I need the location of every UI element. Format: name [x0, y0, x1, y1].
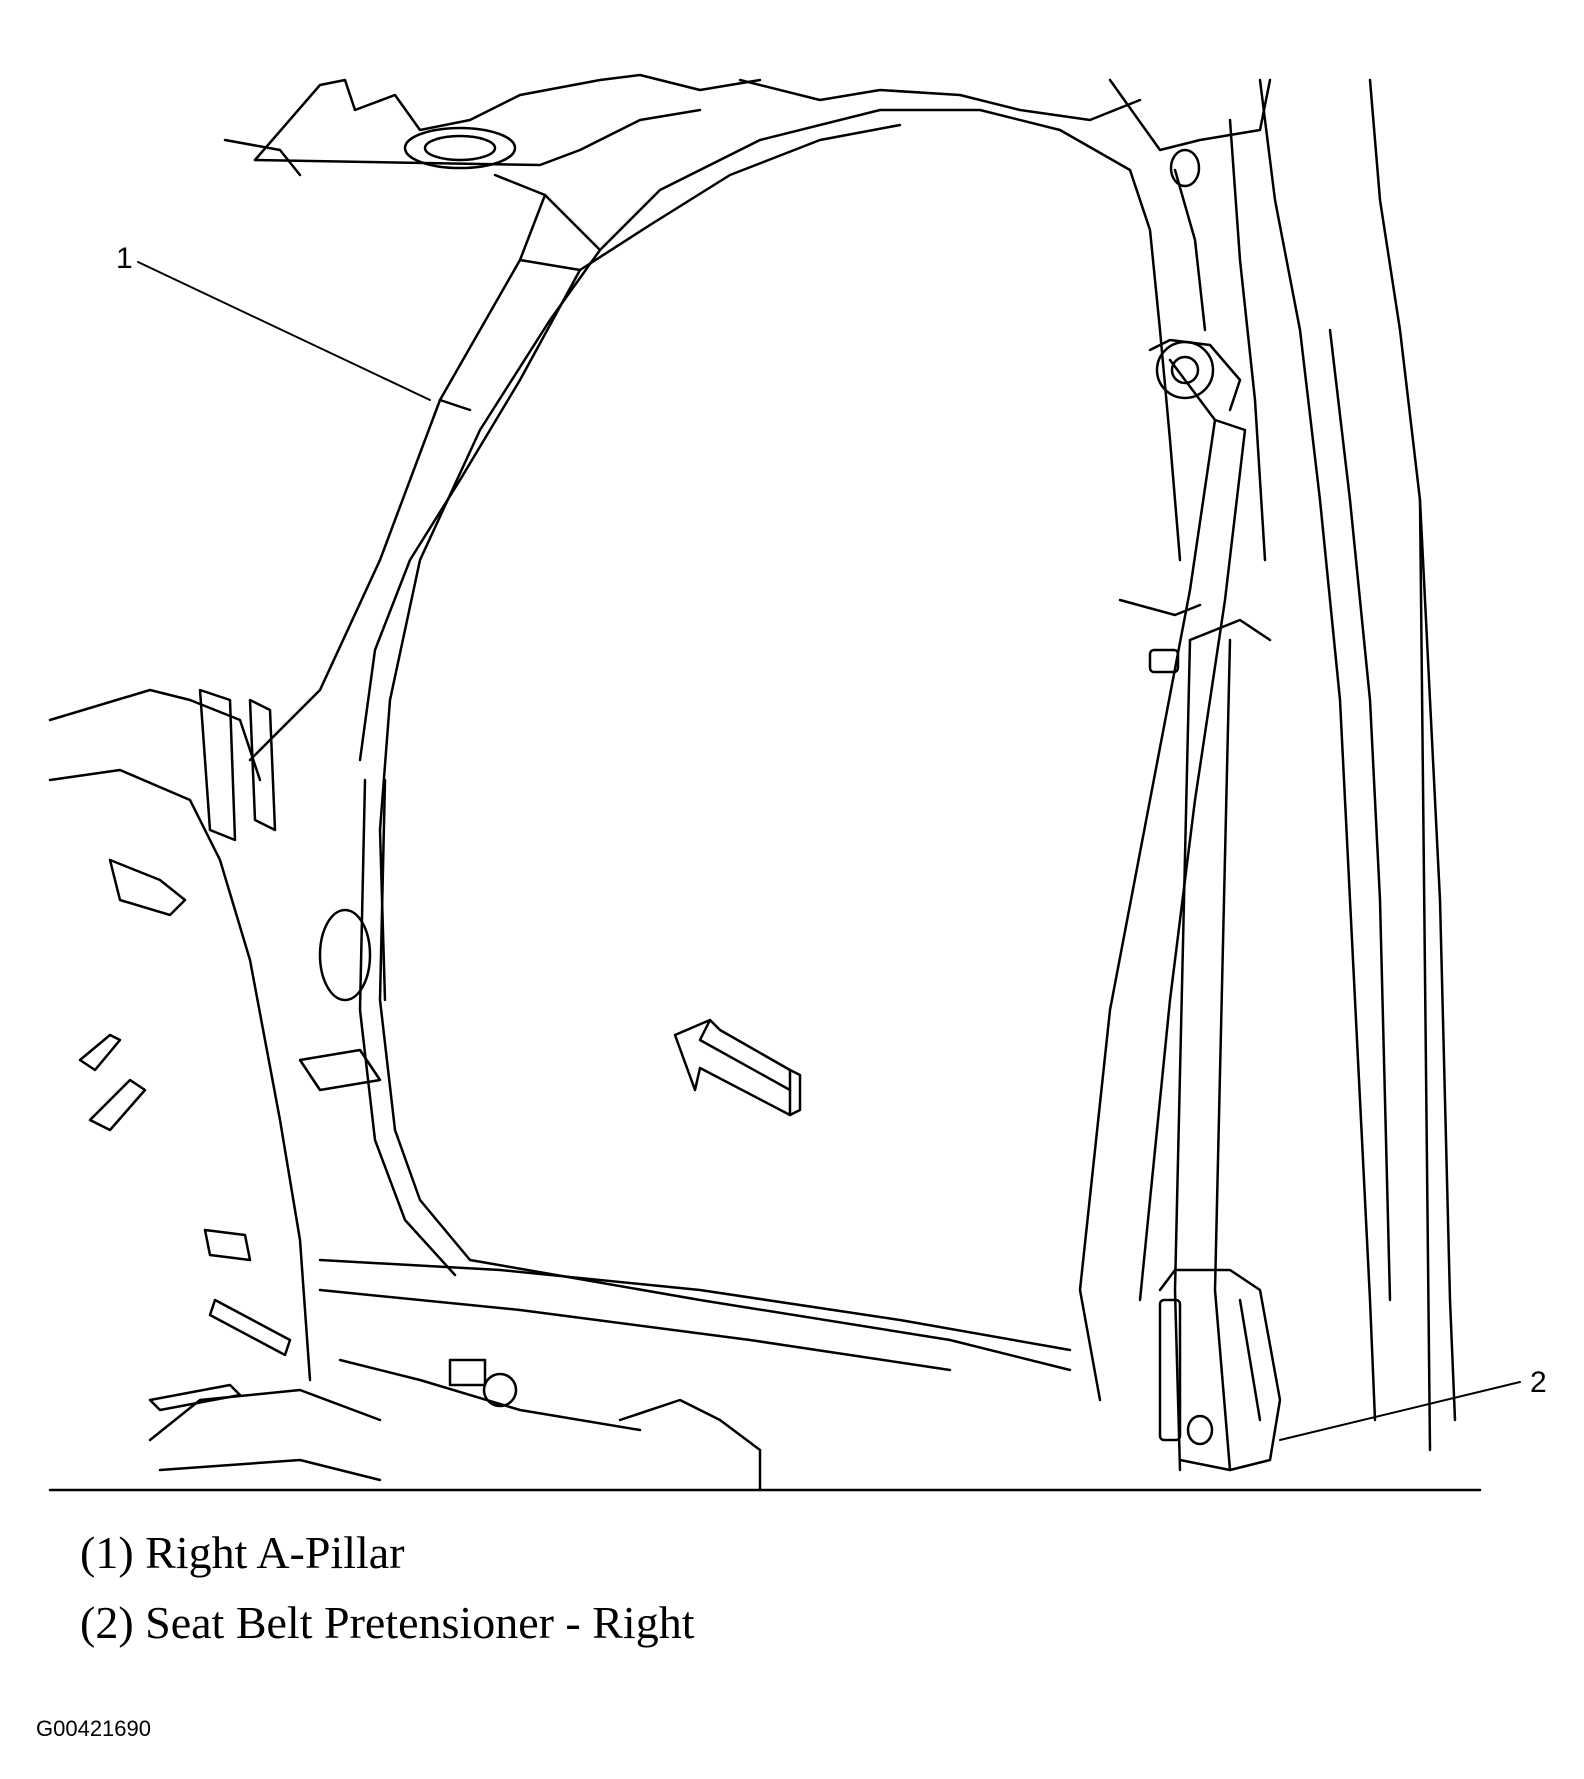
- roof-structure: [253, 73, 1272, 188]
- seat-belt-pretensioner-right: [1158, 1268, 1282, 1472]
- callout-1: 1: [116, 242, 431, 401]
- legend-item-right-a-pillar: (1) Right A-Pillar: [80, 1527, 405, 1578]
- callout-2-number: 2: [1530, 1366, 1547, 1399]
- wheelhouse-area: [48, 688, 382, 1412]
- vehicle-body-line-drawing: 1 2: [48, 73, 1547, 1492]
- figure-id: G00421690: [36, 1716, 151, 1741]
- callout-1-number: 1: [116, 242, 133, 275]
- legend-item-seat-belt-pretensioner: (2) Seat Belt Pretensioner - Right: [80, 1597, 695, 1648]
- callout-2-leader-line: [1279, 1381, 1521, 1441]
- floor-sill: [48, 1258, 1482, 1492]
- seat-belt-webbing: [1078, 338, 1272, 1472]
- right-a-pillar: [223, 108, 1132, 1002]
- door-opening: [358, 168, 1207, 1372]
- view-arrow: [673, 1018, 802, 1117]
- b-pillar: [1228, 78, 1457, 1452]
- callout-1-leader-line: [137, 261, 431, 401]
- callout-2: 2: [1279, 1366, 1547, 1441]
